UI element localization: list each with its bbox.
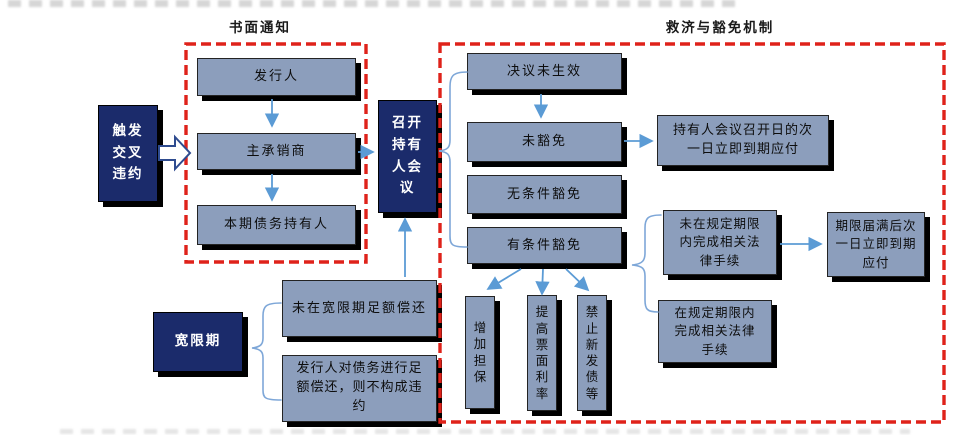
artifact-top-crop <box>8 0 738 7</box>
node-current-debt-holders: 本期债务持有人 <box>197 205 356 245</box>
arrow-conditional-to-ban-issuance <box>565 268 590 292</box>
node-due-day-after-deadline: 期限届满后次 一日立即到期 应付 <box>827 212 925 277</box>
brace-meeting-outcomes <box>438 71 468 248</box>
node-not-fully-repaid-in-grace: 未在宽限期足额偿还 <box>282 280 437 337</box>
node-fully-repaid-no-default: 发行人对债务进行足 额偿还，则不构成违 约 <box>282 355 437 422</box>
node-raise-coupon-rate-label: 提 高 票 面 利 率 <box>535 304 549 401</box>
node-resolution-not-effective: 决议未生效 <box>467 53 622 90</box>
node-unconditional-waiver: 无条件豁免 <box>467 175 622 214</box>
artifact-bottom-crop <box>60 429 910 434</box>
node-ban-new-bond-issuance-label: 禁 止 新 发 债 等 <box>585 304 599 401</box>
node-unconditional-waiver-label: 无条件豁免 <box>506 186 582 202</box>
node-lead-underwriter-label: 主承销商 <box>246 143 307 159</box>
node-due-day-after-deadline-label: 期限届满后次 一日立即到期 应付 <box>835 218 917 270</box>
node-procedures-not-completed-label: 未在规定期限 内完成相关法 律手续 <box>679 216 761 268</box>
node-current-debt-holders-label: 本期债务持有人 <box>223 217 329 233</box>
node-add-collateral-label: 增 加 担 保 <box>473 320 487 384</box>
node-holders-meeting: 召开 持有 人会 议 <box>378 100 437 213</box>
node-grace-period: 宽限期 <box>153 312 243 372</box>
node-trigger-cross-default: 触发 交叉 违约 <box>98 105 158 202</box>
node-procedures-completed-label: 在规定期限内 完成相关法律 手续 <box>674 305 756 357</box>
brace-grace-period <box>251 302 282 401</box>
node-raise-coupon-rate: 提 高 票 面 利 率 <box>527 295 557 411</box>
node-add-collateral: 增 加 担 保 <box>465 296 495 409</box>
node-lead-underwriter: 主承销商 <box>197 133 356 170</box>
node-procedures-not-completed: 未在规定期限 内完成相关法 律手续 <box>663 210 777 275</box>
node-holders-meeting-label: 召开 持有 人会 议 <box>392 115 423 197</box>
arrow-conditional-to-raise-coupon <box>535 268 550 296</box>
node-issuer-label: 发行人 <box>253 69 299 85</box>
node-resolution-not-effective-label: 决议未生效 <box>506 63 582 79</box>
block-arrow-trigger-to-notice <box>158 134 192 172</box>
node-grace-period-label: 宽限期 <box>174 333 222 350</box>
node-issuer: 发行人 <box>197 58 356 96</box>
brace-conditional-outcomes <box>631 214 662 313</box>
node-trigger-cross-default-label: 触发 交叉 违约 <box>112 123 144 183</box>
title-written-notice: 书面通知 <box>170 16 350 36</box>
node-fully-repaid-no-default-label: 发行人对债务进行足 额偿还，则不构成违 约 <box>296 361 423 414</box>
node-conditional-waiver-label: 有条件豁免 <box>506 237 582 253</box>
node-conditional-waiver: 有条件豁免 <box>467 227 622 264</box>
node-not-waived: 未豁免 <box>467 122 622 162</box>
node-ban-new-bond-issuance: 禁 止 新 发 债 等 <box>577 295 607 411</box>
node-procedures-completed: 在规定期限内 完成相关法律 手续 <box>658 300 772 363</box>
node-due-day-after-meeting-label: 持有人会议召开日的次 一日立即到期应付 <box>672 122 813 157</box>
title-remedy-waiver-label: 救济与豁免机制 <box>665 20 775 36</box>
node-due-day-after-meeting: 持有人会议召开日的次 一日立即到期应付 <box>657 115 829 166</box>
node-not-fully-repaid-in-grace-label: 未在宽限期足额偿还 <box>291 300 427 316</box>
title-remedy-waiver-mechanism: 救济与豁免机制 <box>560 16 880 36</box>
node-not-waived-label: 未豁免 <box>521 134 567 150</box>
arrow-conditional-to-add-collateral <box>486 268 522 290</box>
title-written-notice-label: 书面通知 <box>229 20 291 36</box>
